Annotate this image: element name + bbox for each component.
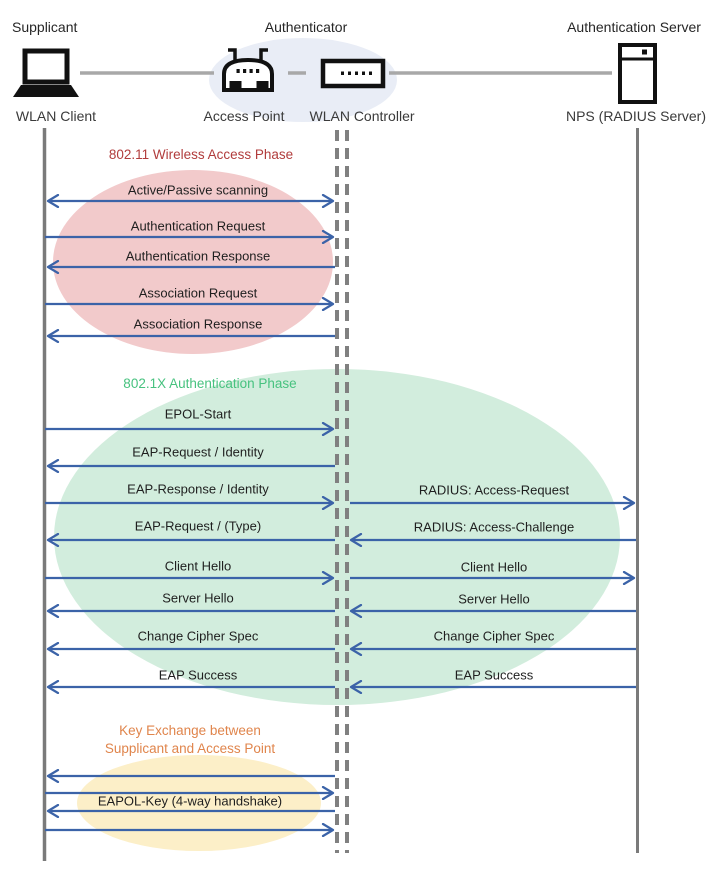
key-exchange-phase-ellipse [77, 755, 321, 851]
laptop-icon [13, 48, 79, 97]
role-label-authenticator: Authenticator [264, 19, 348, 35]
node-label-access-point: Access Point [203, 108, 285, 124]
node-label-wlan-controller: WLAN Controller [309, 108, 415, 124]
wireless-access-phase-ellipse [53, 170, 333, 354]
node-label-wlan-client: WLAN Client [15, 108, 97, 124]
server-icon [618, 43, 657, 104]
role-label-supplicant: Supplicant [12, 19, 78, 35]
lifelines [42, 128, 639, 861]
node-label-nps-radius-server: NPS (RADIUS Server) [565, 108, 707, 124]
message-arrows [45, 201, 636, 830]
access-point-icon [222, 48, 274, 92]
role-label-authentication-server: Authentication Server [567, 19, 701, 35]
wlan-controller-icon [320, 58, 386, 89]
